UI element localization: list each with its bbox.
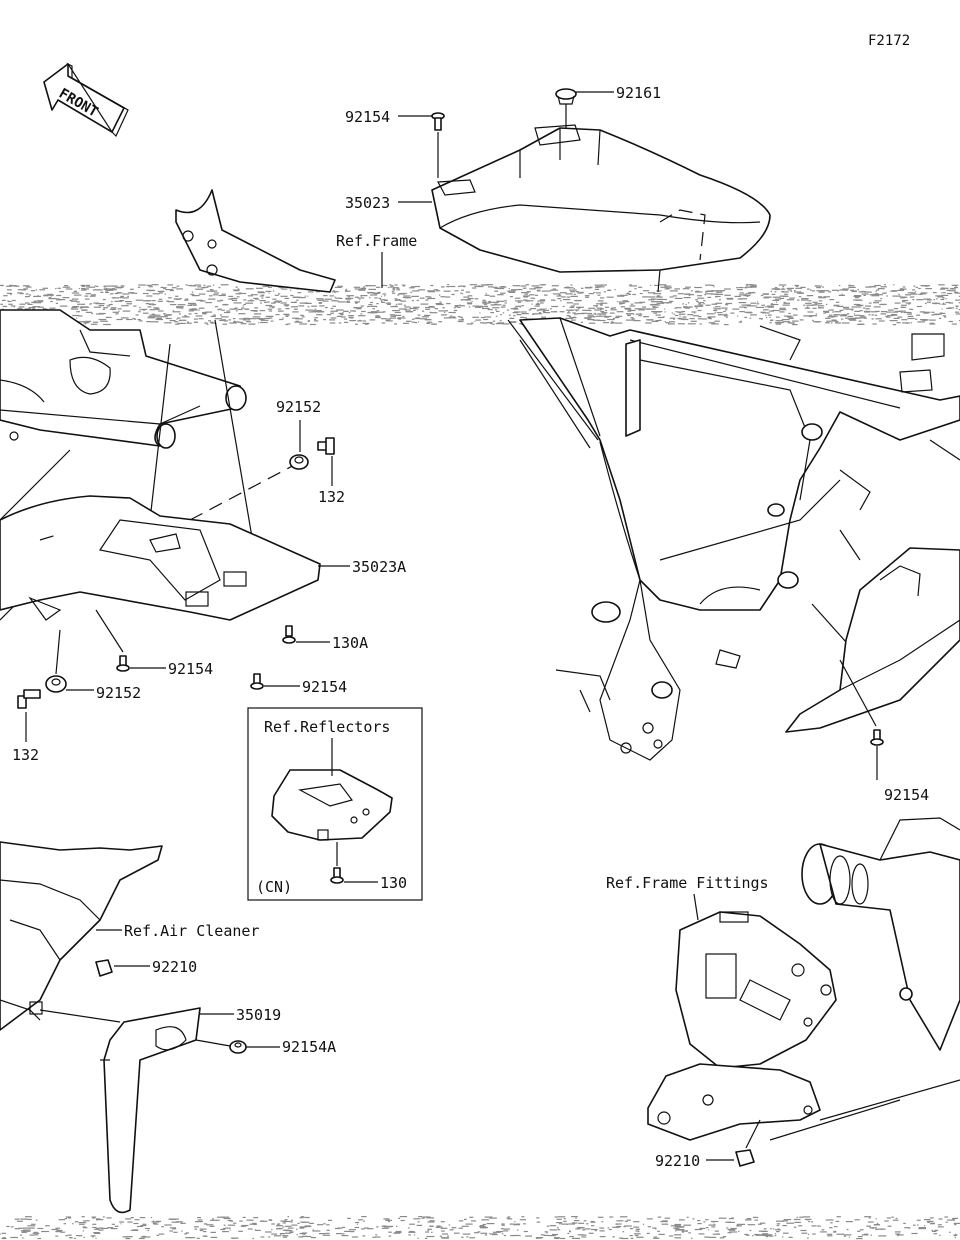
label-35023A: 35023A <box>352 558 406 576</box>
label-92154-mid1: 92154 <box>168 660 213 678</box>
label-92154-top: 92154 <box>345 108 390 126</box>
label-132-left: 132 <box>12 746 39 764</box>
frame-break-band <box>0 284 960 326</box>
label-130: 130 <box>380 874 407 892</box>
bolt-92154-mid2 <box>250 673 300 690</box>
nut-92152-mid <box>289 420 309 470</box>
frame-fittings-bracket <box>647 911 837 1141</box>
rear-fender-35023 <box>431 124 771 293</box>
label-130A: 130A <box>332 634 368 652</box>
label-92210-left: 92210 <box>152 958 197 976</box>
reflectors-box <box>247 707 423 901</box>
air-cleaner-right <box>801 817 960 1051</box>
bolt-132-mid <box>317 437 335 486</box>
diagram-code: F2172 <box>868 33 910 49</box>
bottom-break-band <box>0 1216 960 1240</box>
label-ref-reflectors: Ref.Reflectors <box>264 718 390 736</box>
label-35019: 35019 <box>236 1006 281 1024</box>
frame-rear-left <box>0 309 247 449</box>
label-cn: (CN) <box>256 878 292 896</box>
label-92152-left: 92152 <box>96 684 141 702</box>
frame-upper-left <box>175 189 336 293</box>
label-92210-right: 92210 <box>655 1152 700 1170</box>
label-92154A: 92154A <box>282 1038 336 1056</box>
bolt-92154-mid1 <box>95 609 166 672</box>
clip-92210-left <box>95 959 150 977</box>
label-ref-frame-fittings: Ref.Frame Fittings <box>606 874 769 892</box>
clip-92210-right <box>706 1119 761 1167</box>
bolt-92154-right <box>839 659 884 780</box>
label-ref-frame: Ref.Frame <box>336 232 417 250</box>
bolt-92154A <box>195 1039 280 1054</box>
grommet-92161 <box>555 88 614 128</box>
mud-guard-35019 <box>100 1007 234 1214</box>
inner-fender-35023A <box>0 495 321 621</box>
label-92152-mid: 92152 <box>276 398 321 416</box>
label-35023: 35023 <box>345 194 390 212</box>
frame-main-right <box>519 317 960 761</box>
bolt-130A <box>282 625 330 644</box>
inner-fender-right <box>785 547 960 733</box>
air-cleaner-left <box>0 841 163 1031</box>
label-92161: 92161 <box>616 84 661 102</box>
bolt-132-left <box>17 689 41 742</box>
front-arrow-icon: FRONT <box>43 62 129 138</box>
label-132-mid: 132 <box>318 488 345 506</box>
label-92154-right: 92154 <box>884 786 929 804</box>
nut-92152-left <box>45 629 94 693</box>
label-92154-mid2: 92154 <box>302 678 347 696</box>
bolt-92154-top <box>398 112 445 178</box>
label-ref-air-cleaner: Ref.Air Cleaner <box>124 922 259 940</box>
